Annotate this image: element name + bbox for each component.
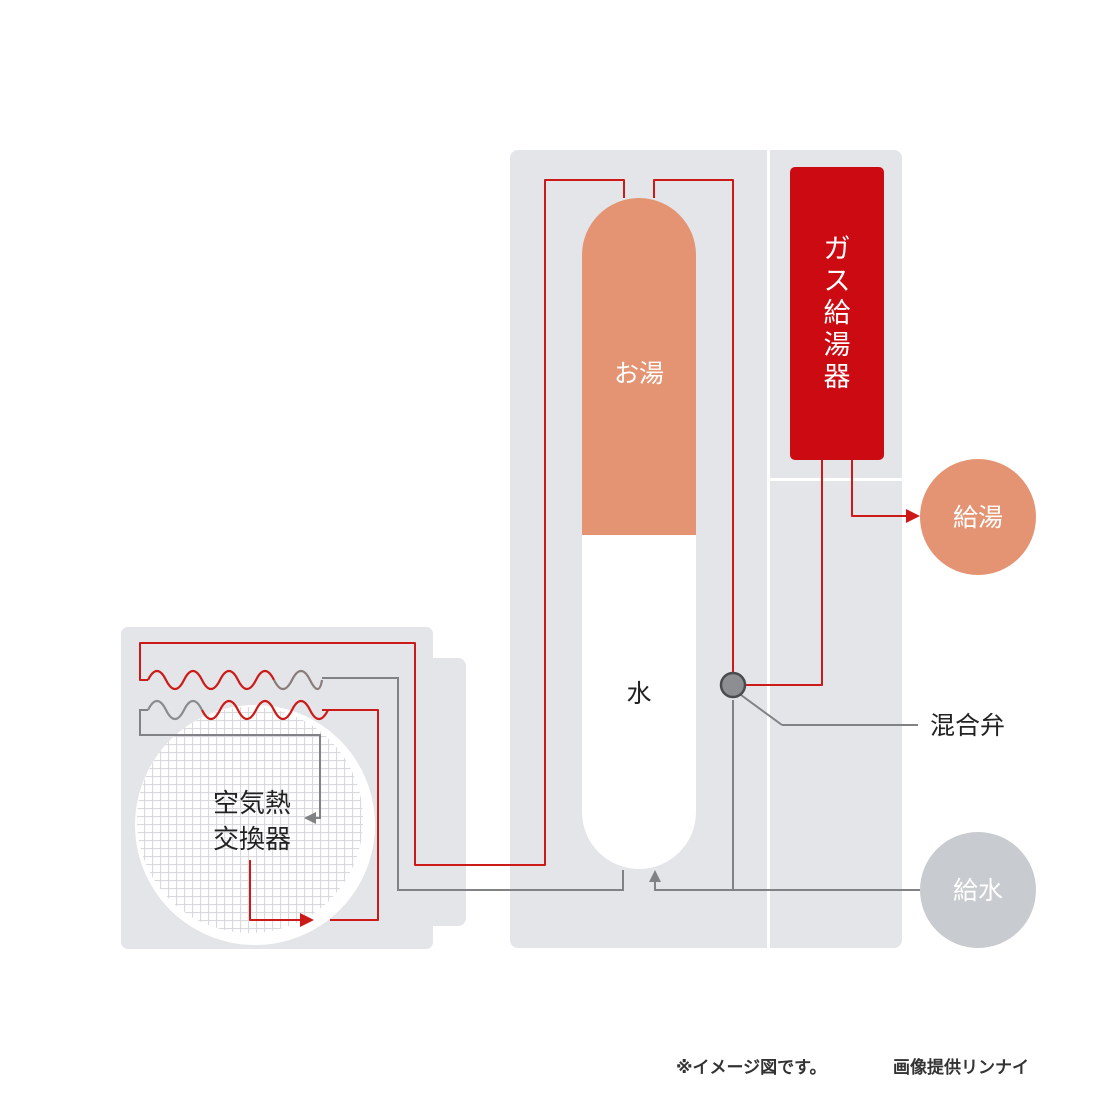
outdoor-unit — [121, 627, 466, 949]
water-supply-circle — [920, 832, 1036, 948]
hot-pipe-top-loop — [139, 179, 625, 866]
hot-pipe-exchanger-return — [322, 709, 379, 921]
arrow-hot-exchanger — [300, 913, 314, 927]
heat-exchanger-label-line1: 空気熱 — [213, 789, 291, 819]
hot-pipe-tank-to-valve — [653, 179, 734, 672]
hot-water-supply-label: 給湯 — [953, 503, 1003, 532]
gas-heater-char: 器 — [824, 362, 851, 393]
footer-note: ※イメージ図です。 — [676, 1058, 827, 1078]
cold-pipe-exchanger-loop — [139, 709, 321, 819]
cold-pipe-to-tank-bottom — [654, 880, 733, 891]
hot-pipe-exchanger-inner — [249, 860, 300, 921]
coil-lower — [147, 699, 329, 721]
hot-pipe-heater-to-supply — [851, 460, 908, 517]
gas-heater-char: 給 — [824, 298, 851, 329]
gas-heater-label: ガ ス 給 湯 器 — [824, 234, 851, 393]
mixing-valve-icon — [719, 671, 747, 699]
hot-pipe-valve-to-heater — [745, 460, 823, 686]
mixing-valve-leader — [740, 694, 783, 726]
storage-tank — [582, 198, 696, 869]
water-label: 水 — [626, 679, 651, 708]
tank-cold-section — [582, 520, 696, 869]
gas-heater-char: 湯 — [824, 330, 851, 361]
hot-water-label: お湯 — [614, 359, 664, 388]
gas-heater-box — [790, 167, 884, 460]
cold-water-pipes — [139, 677, 920, 891]
gas-heater-char: ス — [824, 266, 851, 297]
water-supply-label: 給水 — [953, 876, 1003, 905]
arrow-hot-supply — [906, 509, 920, 523]
heat-exchanger-label-line2: 交換器 — [213, 825, 291, 855]
arrow-cold-into-exchanger — [304, 812, 316, 824]
cold-pipe-to-heat-exchanger — [322, 677, 624, 891]
mixing-valve-label: 混合弁 — [930, 711, 1005, 740]
coil-upper — [147, 669, 324, 691]
arrow-cold-into-tank — [649, 870, 661, 882]
hot-water-supply-circle — [920, 459, 1036, 575]
tank-hot-section — [582, 198, 696, 535]
footer-credit: 画像提供リンナイ — [893, 1057, 1029, 1078]
gas-heater-char: ガ — [824, 234, 851, 265]
hot-water-pipes — [139, 179, 908, 921]
